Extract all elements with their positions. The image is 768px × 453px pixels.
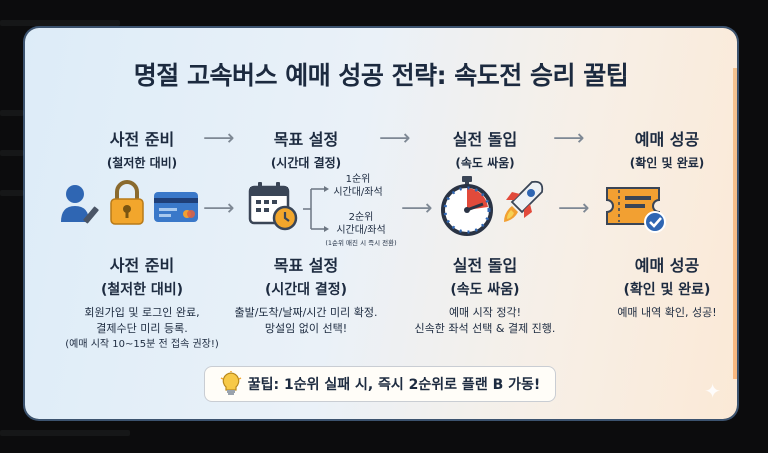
detail-step-2: 목표 설정 (시간대 결정) 출발/도착/날짜/시간 미리 확정. 망설임 없이… — [231, 252, 381, 337]
detail-step-title: 실전 돌입 — [452, 256, 518, 275]
credit-card-icon — [154, 192, 198, 222]
desc-line: 출발/도착/날짜/시간 미리 확정. — [234, 306, 378, 319]
flow-step-title: 목표 설정 — [273, 130, 339, 149]
background-line — [0, 190, 24, 196]
detail-step-title: 목표 설정 — [273, 256, 339, 275]
priority-2-note: (1순위 매진 시 즉시 전환) — [325, 239, 397, 247]
ticket-check-icon — [606, 187, 666, 233]
flow-step-subtitle: (시간대 결정) — [270, 156, 342, 170]
priority-2-label: 2순위 — [348, 212, 374, 223]
detail-step-subtitle: (시간대 결정) — [264, 282, 348, 298]
desc-line: 예매 내역 확인, 성공! — [617, 306, 717, 319]
detail-step-3: 실전 돌입 (속도 싸움) 예매 시작 정각! 신속한 좌석 선택 & 결제 진… — [410, 252, 560, 337]
background-line — [0, 110, 24, 116]
detail-step-subtitle: (철저한 대비) — [100, 282, 184, 298]
calendar-clock-icon — [248, 182, 298, 231]
priority-1-block: 1순위 시간대/좌석 — [331, 173, 385, 199]
padlock-icon — [110, 180, 144, 225]
flow-step-title: 사전 준비 — [109, 130, 175, 149]
lightbulb-icon — [220, 371, 242, 395]
sparkle-icon: ✦ — [704, 379, 721, 403]
stopwatch-icon — [441, 176, 493, 236]
arrow-right-icon: ⟶ — [203, 196, 235, 221]
detail-step-desc: 예매 내역 확인, 성공! — [592, 305, 737, 321]
desc-line: 결제수단 미리 등록. — [96, 322, 188, 335]
rocket-icon — [504, 180, 544, 222]
flow-step-1: 사전 준비 (철저한 대비) — [67, 126, 217, 171]
priority-2-block: 2순위 시간대/좌석 (1순위 매진 시 즉시 전환) — [321, 211, 401, 250]
flow-step-title: 실전 돌입 — [452, 130, 518, 149]
flow-step-4: 예매 성공 (확인 및 완료) — [592, 126, 737, 171]
detail-step-desc: 회원가입 및 로그인 완료, 결제수단 미리 등록. (예매 시작 10~15분… — [65, 305, 219, 352]
background-line — [0, 150, 24, 156]
detail-step-4: 예매 성공 (확인 및 완료) 예매 내역 확인, 성공! — [592, 252, 737, 321]
priority-2-detail: 시간대/좌석 — [336, 225, 386, 236]
arrow-right-icon: ⟶ — [401, 196, 433, 221]
tip-box: 꿀팁: 1순위 실패 시, 즉시 2순위로 플랜 B 가동! — [204, 366, 556, 402]
detail-step-desc: 예매 시작 정각! 신속한 좌석 선택 & 결제 진행. — [395, 305, 575, 337]
flow-step-2: 목표 설정 (시간대 결정) — [231, 126, 381, 171]
flow-step-3: 실전 돌입 (속도 싸움) — [410, 126, 560, 171]
desc-line: 신속한 좌석 선택 & 결제 진행. — [414, 322, 556, 335]
background-line — [0, 430, 130, 436]
flow-step-subtitle: (철저한 대비) — [106, 156, 178, 170]
detail-step-subtitle: (확인 및 완료) — [623, 282, 711, 298]
flow-step-subtitle: (확인 및 완료) — [629, 156, 705, 170]
page-title: 명절 고속버스 예매 성공 전략: 속도전 승리 꿀팁 — [133, 61, 629, 90]
arrow-right-icon: ⟶ — [379, 126, 411, 151]
priority-1-detail: 시간대/좌석 — [333, 187, 383, 198]
branch-connector — [303, 186, 329, 232]
detail-step-title: 예매 성공 — [634, 256, 700, 275]
arrow-right-icon: ⟶ — [553, 126, 585, 151]
background-line — [0, 20, 120, 26]
tip-text: 꿀팁: 1순위 실패 시, 즉시 2순위로 플랜 B 가동! — [247, 377, 541, 393]
desc-note: (예매 시작 10~15분 전 접속 권장!) — [65, 339, 219, 350]
detail-step-subtitle: (속도 싸움) — [450, 282, 520, 298]
desc-line: 망설임 없이 선택! — [264, 322, 348, 335]
priority-1-label: 1순위 — [345, 174, 371, 185]
detail-step-desc: 출발/도착/날짜/시간 미리 확정. 망설임 없이 선택! — [216, 305, 396, 337]
flow-step-subtitle: (속도 싸움) — [455, 156, 515, 170]
arrow-right-icon: ⟶ — [203, 126, 235, 151]
user-pen-icon — [61, 185, 99, 224]
desc-line: 회원가입 및 로그인 완료, — [84, 306, 200, 319]
infographic-card: 명절 고속버스 예매 성공 전략: 속도전 승리 꿀팁 사전 준비 (철저한 대… — [25, 28, 737, 419]
flow-step-title: 예매 성공 — [634, 130, 700, 149]
desc-line: 예매 시작 정각! — [448, 306, 522, 319]
arrow-right-icon: ⟶ — [558, 196, 590, 221]
detail-step-1: 사전 준비 (철저한 대비) 회원가입 및 로그인 완료, 결제수단 미리 등록… — [65, 252, 219, 352]
detail-step-title: 사전 준비 — [109, 256, 175, 275]
